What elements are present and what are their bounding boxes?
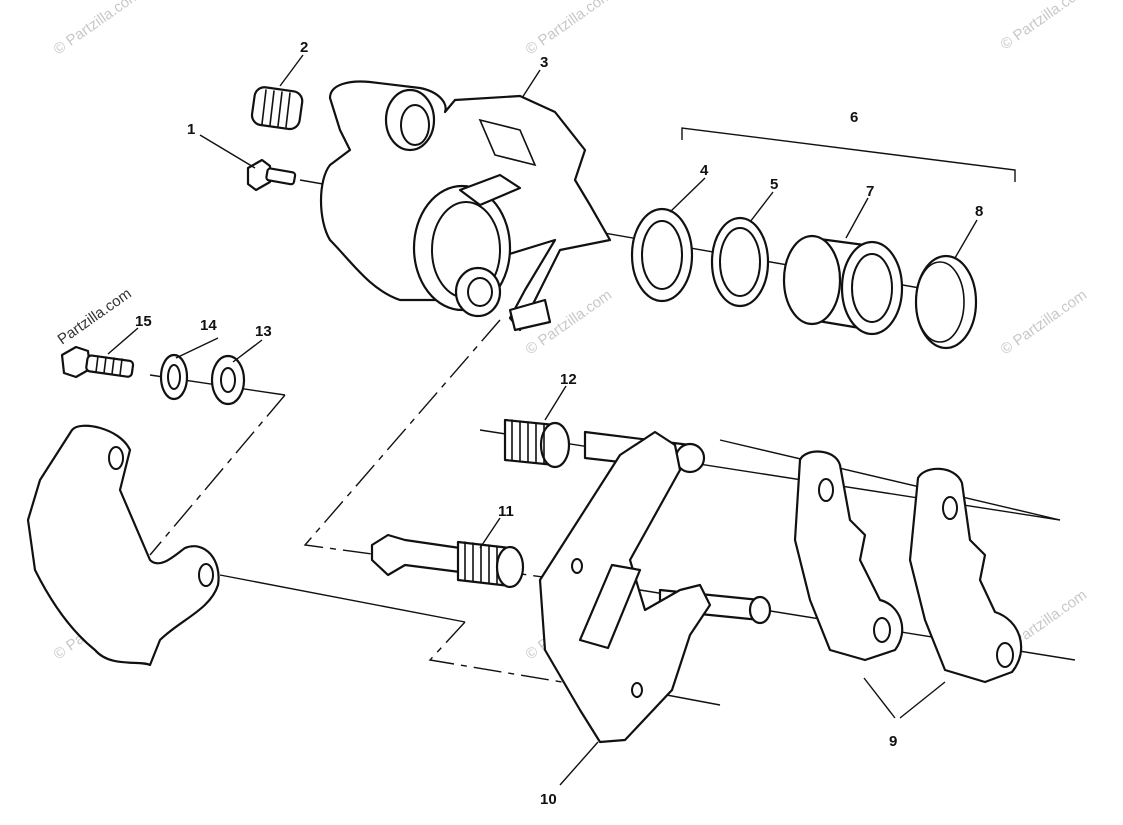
callout-12: 12 [560,371,577,388]
callout-9: 9 [889,733,897,750]
callout-14: 14 [200,317,217,334]
callout-3: 3 [540,54,548,71]
callout-4: 4 [700,162,709,179]
callout-15: 15 [135,313,152,330]
callout-5: 5 [770,176,778,193]
watermark-diagonal: Partzilla.com [55,285,135,348]
part-8-dust-cap [914,254,978,350]
callout-1: 1 [187,121,195,138]
part-11-pin-and-bushing [370,533,525,589]
part-7-piston [782,234,904,336]
callout-2: 2 [300,39,308,56]
watermark-middle-right: © Partzilla.com [998,286,1091,358]
part-3-caliper-body [319,80,612,332]
part-6-kit-bracket [681,127,1016,182]
leader-lines [107,54,978,786]
callout-6: 6 [850,109,858,126]
part-10-carrier-bracket [538,430,772,744]
part-5-seal [710,216,770,308]
watermark-top-right: © Partzilla.com [998,0,1091,53]
part-1-bleeder-screw [246,158,297,192]
part-14-lock-washer [159,353,189,401]
part-13-flat-washer [210,354,246,406]
callout-8: 8 [975,203,983,220]
watermark-top-left: © Partzilla.com [51,0,144,58]
part-15-bolt [60,345,135,379]
mounting-bracket [26,424,220,667]
callout-13: 13 [255,323,272,340]
callouts: 1 2 3 4 5 6 7 8 9 10 11 12 13 14 15 [135,39,983,808]
callout-10: 10 [540,791,557,808]
callout-11: 11 [498,503,514,520]
part-4-seal [630,207,694,303]
part-12-bushing [503,418,571,469]
watermark-top-center: © Partzilla.com [523,0,616,58]
part-2-threaded-plug [250,86,304,131]
callout-7: 7 [866,183,874,200]
part-9-brake-pads [793,450,1023,684]
